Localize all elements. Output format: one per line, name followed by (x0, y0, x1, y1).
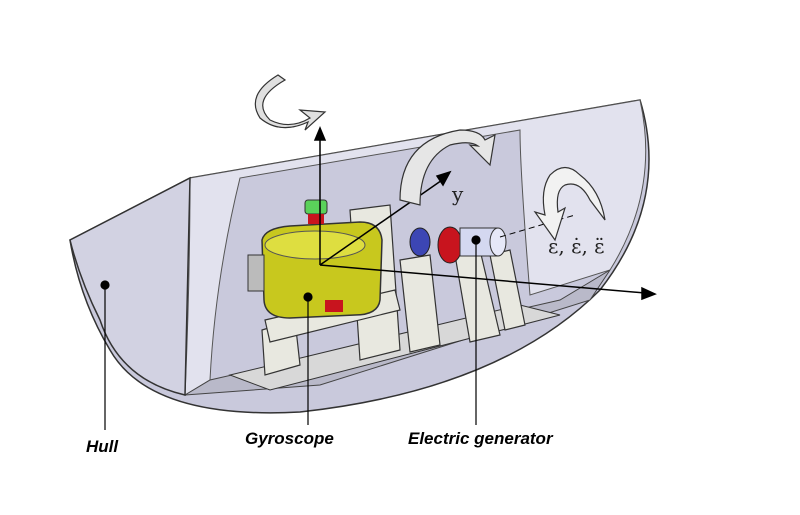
leader-lines (100, 235, 481, 430)
rotation-arrow-vertical (254, 74, 327, 131)
hull-left-wall (69, 176, 191, 396)
hull-label: Hull (86, 437, 119, 456)
axes (313, 126, 657, 301)
rotation-arrow-y (399, 129, 496, 206)
rotation-arrow-roll (533, 166, 606, 242)
gyroscope-label: Gyroscope (245, 429, 334, 448)
electric-generator-label: Electric generator (408, 429, 553, 448)
electric-generator (409, 226, 507, 264)
hull-inner (184, 99, 647, 396)
y-axis-label: y (452, 182, 464, 206)
angle-label: ε, ε̇, ε̈ (548, 234, 605, 258)
gyroscope (247, 199, 383, 319)
